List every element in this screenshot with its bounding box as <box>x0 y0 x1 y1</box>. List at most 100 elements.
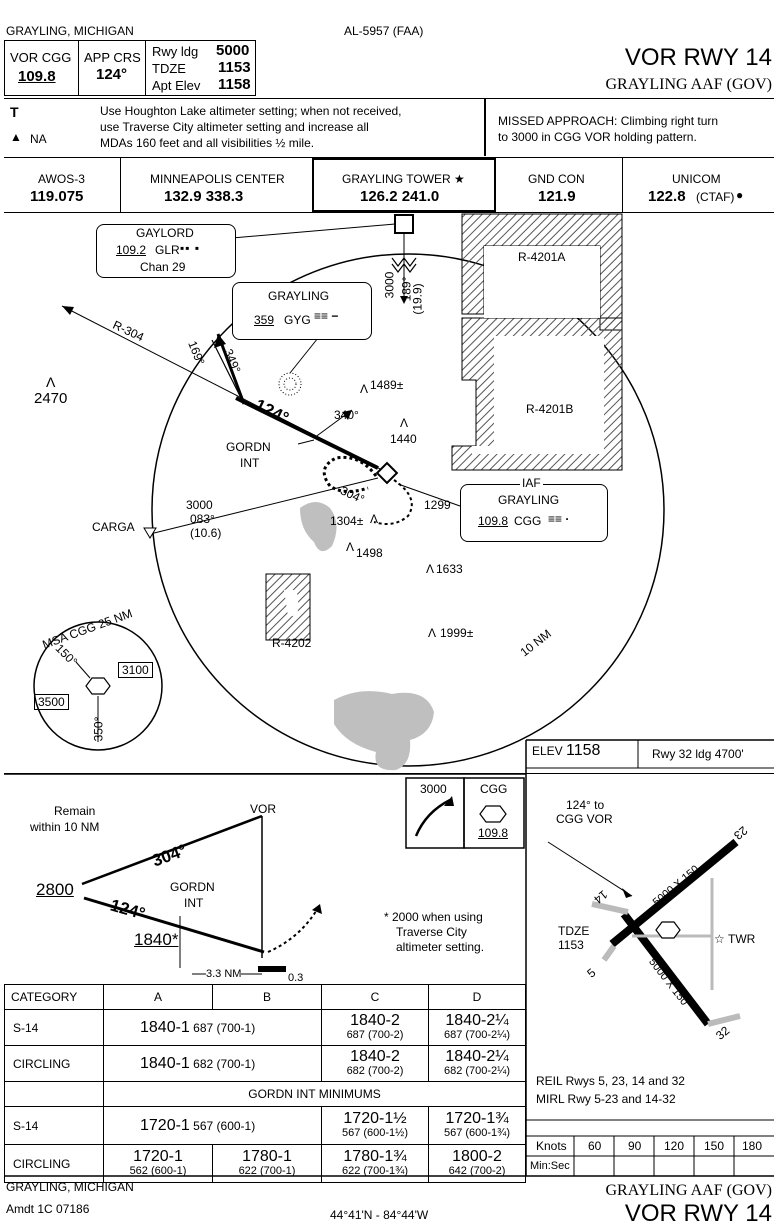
airport-crs-note-2: CGG VOR <box>556 812 613 826</box>
location-top: GRAYLING, MICHIGAN <box>6 24 134 38</box>
missed-approach-2: to 3000 in CGG VOR holding pattern. <box>498 130 697 144</box>
g-circ-c-sub: 622 (700-1¾) <box>341 1164 409 1177</box>
minimums-table: CATEGORY A B C D S-14 1840-1 687 (700-1)… <box>4 984 526 1183</box>
airport-tdze: 1153 <box>558 938 584 952</box>
final-course <box>235 396 379 470</box>
header-c: C <box>321 984 429 1010</box>
msa-3100: 3100 <box>118 662 153 678</box>
obstacle-icon: Λ <box>426 562 435 576</box>
chart-title: VOR RWY 14 <box>624 44 772 71</box>
comm-gnd-name: GND CON <box>528 172 585 186</box>
altimeter-note-3: MDAs 160 feet and all visibilities ½ mil… <box>100 136 315 150</box>
profile-remain-1: Remain <box>54 804 96 818</box>
ma-freq: 109.8 <box>478 826 509 840</box>
comm-unicom-ctaf: (CTAF) <box>696 190 735 204</box>
notes-row <box>4 98 774 158</box>
obstacle-1440: 1440 <box>390 432 417 446</box>
alternate-na: NA <box>30 132 47 146</box>
minsec-label: Min:Sec <box>530 1160 570 1172</box>
profile-note-3: altimeter setting. <box>396 940 485 954</box>
g-s14-c-main: 1720-1½ <box>343 1109 407 1127</box>
r4202-label: R-4202 <box>272 636 312 650</box>
obstacle-1489: 1489± <box>370 378 404 392</box>
airport-name: GRAYLING AAF (GOV) <box>605 76 772 93</box>
obstacle-icon: Λ <box>428 626 437 640</box>
iaf-morse-icon: ≡≡ · <box>548 512 570 526</box>
comm-tower-freq: 126.2 241.0 <box>360 188 440 205</box>
profile-alt-1840: 1840* <box>134 930 179 949</box>
tdze: 1153 <box>218 59 251 76</box>
grayling-ndb-box <box>232 282 372 340</box>
comm-tower-name: GRAYLING TOWER ★ <box>342 172 465 186</box>
profile-remain-2: within 10 NM <box>30 820 100 834</box>
comm-awos-name: AWOS-3 <box>38 172 85 186</box>
rwy-ldg-label: Rwy ldg <box>152 44 199 59</box>
carga-label: CARGA <box>92 520 135 534</box>
vor-freq: 109.8 <box>18 68 56 85</box>
iaf-label: IAF <box>520 476 543 490</box>
profile-vor: VOR <box>250 802 277 816</box>
carga-dist: (10.6) <box>190 526 222 540</box>
grayling-ndb-id: GYG <box>284 313 311 327</box>
g-s14-d-sub: 567 (600-1¾) <box>443 1126 511 1139</box>
msa-3500: 3500 <box>34 694 69 710</box>
row-circling: CIRCLING <box>4 1045 104 1082</box>
footer-title: VOR RWY 14 <box>624 1200 772 1227</box>
g-circ-d-sub: 642 (700-2) <box>448 1164 506 1177</box>
header-category: CATEGORY <box>4 984 104 1010</box>
obstacle-icon: Λ <box>400 416 409 430</box>
comm-unicom-freq: 122.8 <box>648 188 686 205</box>
gaylord-box <box>96 224 236 278</box>
gaylord-name: GAYLORD <box>136 226 194 240</box>
circ-ab-sub: 682 (700-1) <box>193 1056 256 1071</box>
comm-gnd-freq: 121.9 <box>538 188 576 205</box>
g-circ-b-main: 1780-1 <box>242 1147 292 1165</box>
knots-150: 150 <box>704 1139 725 1153</box>
s14-ab-sub: 687 (700-1) <box>193 1020 256 1035</box>
circ-c-sub: 682 (700-2) <box>346 1064 404 1077</box>
hold-dist: (19.9) <box>410 283 425 315</box>
airport-vor-icon <box>655 921 681 939</box>
cgg-vor <box>375 461 399 485</box>
iaf-name: GRAYLING <box>498 493 560 507</box>
tower-icon: ☆ <box>714 932 725 946</box>
profile-int: INT <box>184 896 204 910</box>
comm-unicom-name: UNICOM <box>672 172 721 186</box>
g-circ-a-sub: 562 (600-1) <box>129 1164 187 1177</box>
circ-d-main: 1840-2¼ <box>445 1047 509 1065</box>
hold-alt: 3000 <box>382 271 397 299</box>
carga-alt: 3000 <box>186 498 213 512</box>
airport-elev: 1158 <box>566 742 601 759</box>
carga-crs: 083° <box>190 512 215 526</box>
grayling-ndb-name: GRAYLING <box>268 289 330 303</box>
altimeter-note-2: use Traverse City altimeter setting and … <box>100 120 369 134</box>
circ-c-main: 1840-2 <box>350 1047 400 1065</box>
runway-14-32 <box>620 911 712 1027</box>
gordn-int-label: INT <box>240 456 260 470</box>
gaylord-chan: Chan 29 <box>140 260 186 274</box>
ma-alt: 3000 <box>420 782 447 796</box>
g-circ-c-main: 1780-1¾ <box>343 1147 407 1165</box>
tdze-label: TDZE <box>152 61 186 76</box>
obstacle-1304: 1304± <box>330 514 364 528</box>
header-d: D <box>428 984 526 1010</box>
gaylord-id: GLR <box>155 243 180 257</box>
comm-center-name: MINNEAPOLIS CENTER <box>150 172 285 186</box>
airport-twr: TWR <box>728 932 756 946</box>
knots-60: 60 <box>588 1139 602 1153</box>
comms-row <box>4 158 774 213</box>
apt-elev: 1158 <box>218 76 251 93</box>
obstacle-icon: Λ <box>370 512 379 526</box>
obstacle-1498: 1498 <box>356 546 383 560</box>
airport-reil: REIL Rwys 5, 23, 14 and 32 <box>536 1074 685 1088</box>
apt-elev-label: Apt Elev <box>152 78 201 93</box>
ma-vor-icon <box>479 805 507 823</box>
g-circ-b-sub: 622 (700-1) <box>238 1164 296 1177</box>
s14-d-main: 1840-2¼ <box>445 1011 509 1029</box>
obstacle-1633: 1633 <box>436 562 463 576</box>
comm-center-freq: 132.9 338.3 <box>164 188 244 205</box>
airport-mirl: MIRL Rwy 5-23 and 14-32 <box>536 1092 676 1106</box>
gaylord-vortac <box>394 214 414 234</box>
app-crs: 124° <box>96 66 128 83</box>
